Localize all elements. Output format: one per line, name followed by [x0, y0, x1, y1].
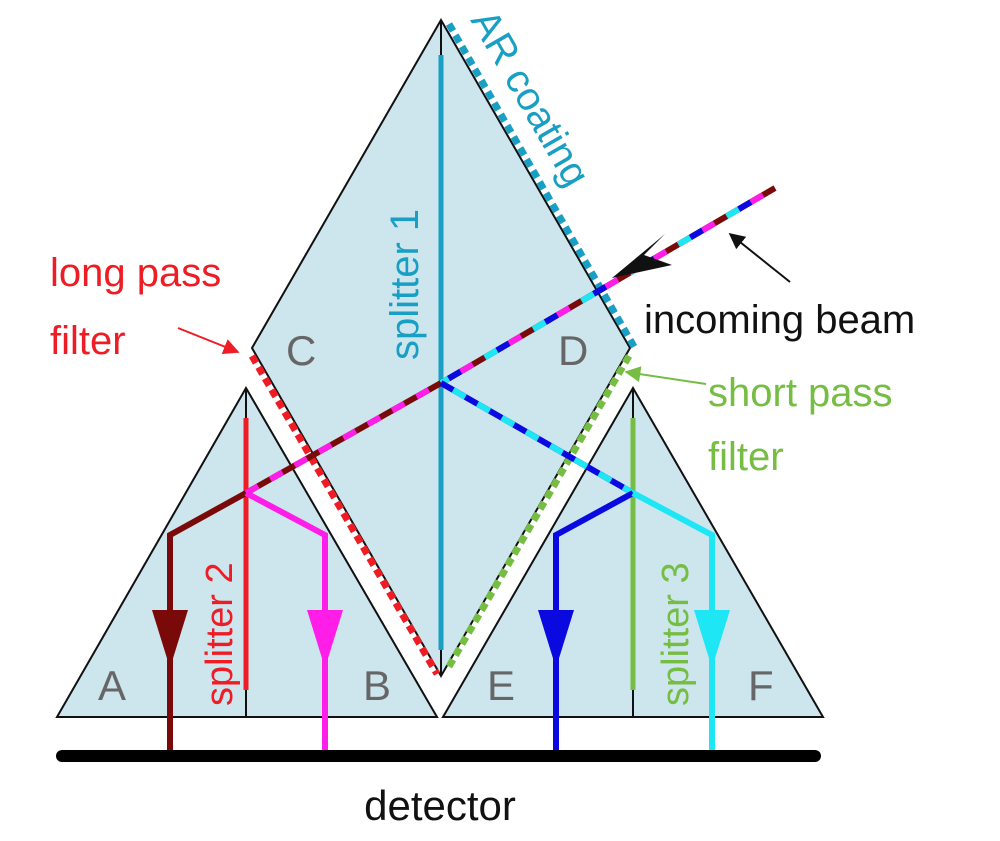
short-beam [439, 380, 635, 496]
prism-label-C: C [286, 327, 316, 374]
splitter1-label: splitter 1 [383, 209, 427, 360]
beam-blue-arrow [538, 610, 574, 668]
beam-cyan-out [631, 490, 715, 750]
short-pass-filter-dots [443, 354, 633, 672]
beam-cyan-arrow [694, 610, 730, 668]
long-pass-filter-dots [248, 354, 441, 676]
prism-label-F: F [748, 662, 774, 709]
prism-label-D: D [558, 327, 588, 374]
short-pass-label-line1: short pass [708, 371, 893, 415]
splitter3-label: splitter 3 [655, 562, 697, 706]
beam-darkred-out [167, 490, 248, 750]
prism-label-B: B [363, 662, 391, 709]
beam-darkred-arrow [152, 610, 188, 668]
prism-label-A: A [98, 662, 126, 709]
beam-magenta-out [244, 490, 328, 750]
long-pass-label-line2: filter [50, 319, 126, 363]
long-pass-pointer [177, 327, 240, 355]
ar-coating-dots [445, 22, 640, 352]
detector-label: detector [364, 782, 516, 829]
long-pass-label-line1: long pass [50, 251, 221, 295]
incoming-beam [439, 185, 777, 386]
short-pass-label-line2: filter [708, 435, 784, 479]
incoming-beam-arrowhead [612, 234, 672, 278]
short-pass-pointer [624, 366, 707, 385]
incoming-beam-label: incoming beam [644, 298, 915, 342]
beam-blue-out [553, 490, 635, 750]
prism-label-E: E [487, 662, 515, 709]
beam-magenta-arrow [307, 610, 343, 668]
splitter2-label: splitter 2 [199, 562, 241, 706]
incoming-beam-pointer [728, 233, 791, 283]
long-beam [244, 380, 443, 496]
